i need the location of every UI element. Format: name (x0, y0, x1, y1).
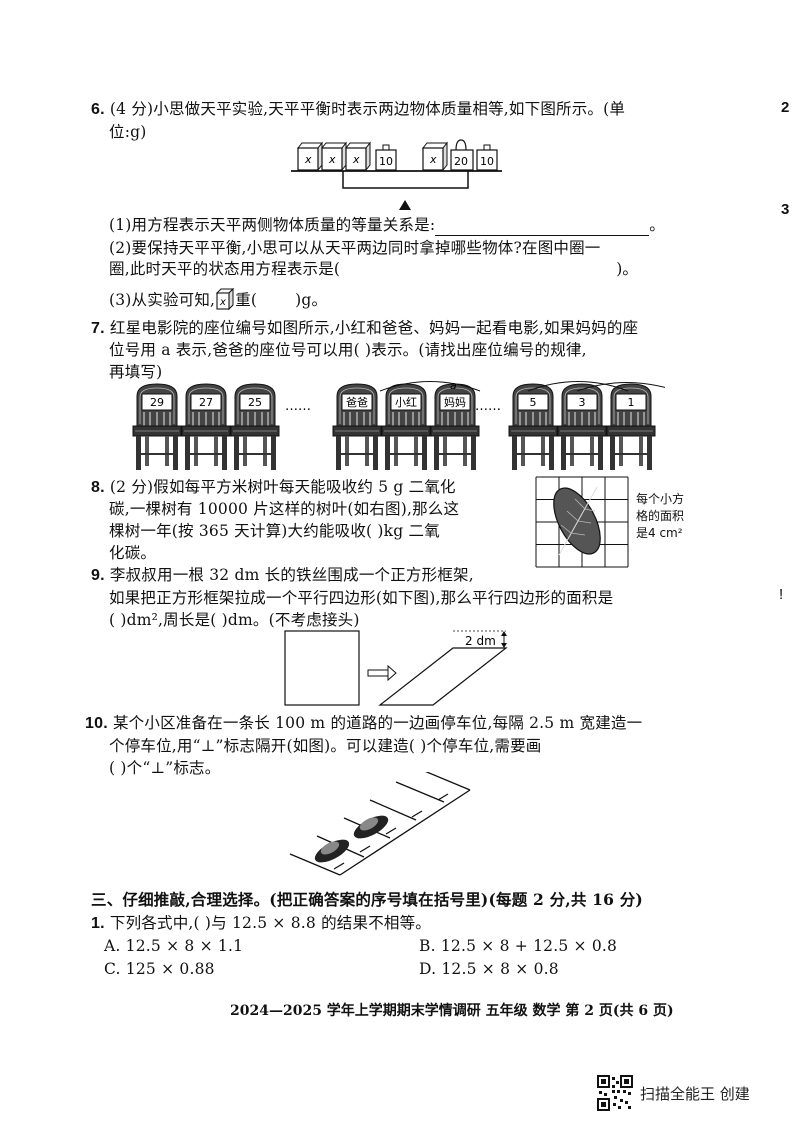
svg-text:20: 20 (454, 155, 468, 168)
seat-chair: 1 (606, 383, 656, 471)
seat-arc (379, 381, 481, 392)
q9-number: 9. (91, 567, 105, 584)
grid-note: 每个小方 格的面积 是4 cm² (636, 492, 685, 540)
q8-line4: 化碳。 (109, 544, 157, 562)
side-mark-top: 2 (781, 99, 790, 116)
seat-a-label: a (450, 379, 457, 392)
balance-left-pan: x x x 10 (296, 141, 397, 172)
scanner-watermark: 扫描全能王 创建 (640, 1085, 750, 1103)
q6-sub2b: 圈,此时天平的状态用方程表示是()。 (109, 260, 639, 278)
q8-line1: 8. (2 分)假如每平方米树叶每天能吸收约 5 g 二氧化 (91, 478, 456, 496)
height-label: 2 dm (465, 634, 496, 648)
leaf-grid-figure (535, 476, 629, 568)
svg-text:x: x (429, 153, 437, 166)
svg-text:x: x (219, 297, 226, 308)
seat-chair: 妈妈 (430, 383, 480, 471)
weight-10g-left: 10 (375, 144, 397, 171)
seat-label: 5 (530, 396, 537, 409)
option-a[interactable]: A. 12.5 × 8 × 1.1 (104, 937, 244, 955)
seat-arc (527, 381, 629, 392)
q9-line1: 9. 李叔叔用一根 32 dm 长的铁丝围成一个正方形框架, (91, 566, 474, 584)
q10-line1: 10. 某个小区准备在一条长 100 m 的道路的一边画停车位,每隔 2.5 m… (85, 714, 643, 732)
q10-line3: ( )个“⊥”标志。 (109, 759, 221, 777)
q6-number: 6. (91, 101, 105, 118)
weight-10g-right: 10 (476, 144, 498, 171)
q6-sub1-blank[interactable] (435, 217, 650, 236)
balance-right-pan: x 20 10 (421, 139, 498, 172)
arrow-right-icon (367, 664, 397, 682)
q10-line2: 个停车位,用“⊥”标志隔开(如图)。可以建造( )个停车位,需要画 (109, 737, 542, 755)
square-to-parallelogram-figure: 2 dm (284, 630, 508, 706)
option-c[interactable]: C. 125 × 0.88 (104, 960, 215, 978)
x-box-icon: x (215, 287, 235, 311)
section-3-title: 三、仔细推敲,合理选择。(把正确答案的序号填在括号里)(每题 2 分,共 16 … (91, 890, 643, 909)
s3-q1: 1. 下列各式中,( )与 12.5 × 8.8 的结果不相等。 (91, 914, 431, 932)
balance-scale-figure: x x x 10 (291, 139, 502, 210)
seat-label: 小红 (395, 396, 417, 409)
svg-text:10: 10 (379, 155, 393, 168)
seat-chair: 3 (557, 383, 607, 471)
seat-label: 29 (150, 396, 164, 409)
q6-sub2a: (2)要保持天平平衡,小思可以从天平两边同时拿掉哪些物体?在图中圈一 (109, 239, 601, 257)
q10-number: 10. (85, 715, 108, 732)
parking-spaces-figure (289, 772, 471, 876)
seat-label: 1 (628, 396, 635, 409)
q7-line1: 7. 红星电影院的座位编号如图所示,小红和爸爸、妈妈一起看电影,如果妈妈的座 (91, 319, 639, 337)
cinema-seats-figure: 29 27 25 爸爸 小红 妈妈 5 3 1 a …… …… (132, 379, 665, 471)
parallelogram-frame (378, 647, 508, 706)
side-mark-low: ! (779, 586, 784, 603)
q7-line3: 再填写) (109, 363, 163, 381)
ellipsis: …… (285, 399, 311, 414)
leaf-icon (553, 486, 601, 556)
svg-text:10: 10 (480, 155, 494, 168)
seat-chair: 29 (132, 383, 182, 471)
seat-arc (576, 382, 665, 392)
seat-chair: 5 (508, 383, 558, 471)
weight-20g: 20 (450, 139, 474, 171)
q6-line2: 位:g) (109, 123, 147, 141)
svg-text:x: x (352, 153, 360, 166)
car-icon (353, 815, 389, 839)
option-d[interactable]: D. 12.5 × 8 × 0.8 (419, 960, 559, 978)
q8-number: 8. (91, 479, 105, 496)
x-box: x (320, 141, 348, 172)
seat-label: 27 (199, 396, 213, 409)
svg-text:x: x (304, 153, 312, 166)
seat-label: 妈妈 (444, 395, 466, 409)
page-footer: 2024—2025 学年上学期期末学情调研 五年级 数学 第 2 页(共 6 页… (230, 1003, 674, 1019)
s3-q1-number: 1. (91, 915, 105, 932)
seat-label: 3 (579, 396, 586, 409)
q8-line2: 碳,一棵树有 10000 片这样的树叶(如右图),那么这 (109, 500, 460, 518)
x-box: x (296, 141, 324, 172)
option-b[interactable]: B. 12.5 × 8 + 12.5 × 0.8 (419, 937, 618, 955)
x-box: x (421, 141, 449, 172)
seat-chair: 爸爸 (332, 383, 382, 471)
side-mark-mid: 3 (781, 201, 790, 218)
seat-label: 爸爸 (346, 396, 368, 409)
q6-sub1: (1)用方程表示天平两侧物体质量的等量关系是:。 (109, 216, 665, 236)
q9-line3: ( )dm²,周长是( )dm。(不考虑接头) (109, 611, 360, 629)
balance-fulcrum (399, 200, 411, 210)
q6-line1: 6. (4 分)小思做天平实验,天平平衡时表示两边物体质量相等,如下图所示。(单 (91, 100, 626, 118)
qr-code-icon (597, 1075, 633, 1111)
x-box: x (344, 141, 372, 172)
seat-chair: 小红 (381, 383, 431, 471)
ellipsis: …… (475, 399, 501, 414)
svg-text:x: x (328, 153, 336, 166)
car-icon (314, 839, 350, 863)
q7-number: 7. (91, 320, 105, 337)
parking-lines (289, 772, 471, 876)
seat-chair: 25 (230, 383, 280, 471)
seat-chair: 27 (181, 383, 231, 471)
balance-frame (342, 171, 469, 189)
q8-line3: 棵树一年(按 365 天计算)大约能吸收( )kg 二氧 (109, 522, 440, 540)
q9-line2: 如果把正方形框架拉成一个平行四边形(如下图),那么平行四边形的面积是 (109, 589, 614, 607)
seat-label: 25 (248, 396, 262, 409)
square-frame (284, 630, 360, 706)
q7-line2: 位号用 a 表示,爸爸的座位号可以用( )表示。(请找出座位编号的规律, (109, 341, 587, 359)
